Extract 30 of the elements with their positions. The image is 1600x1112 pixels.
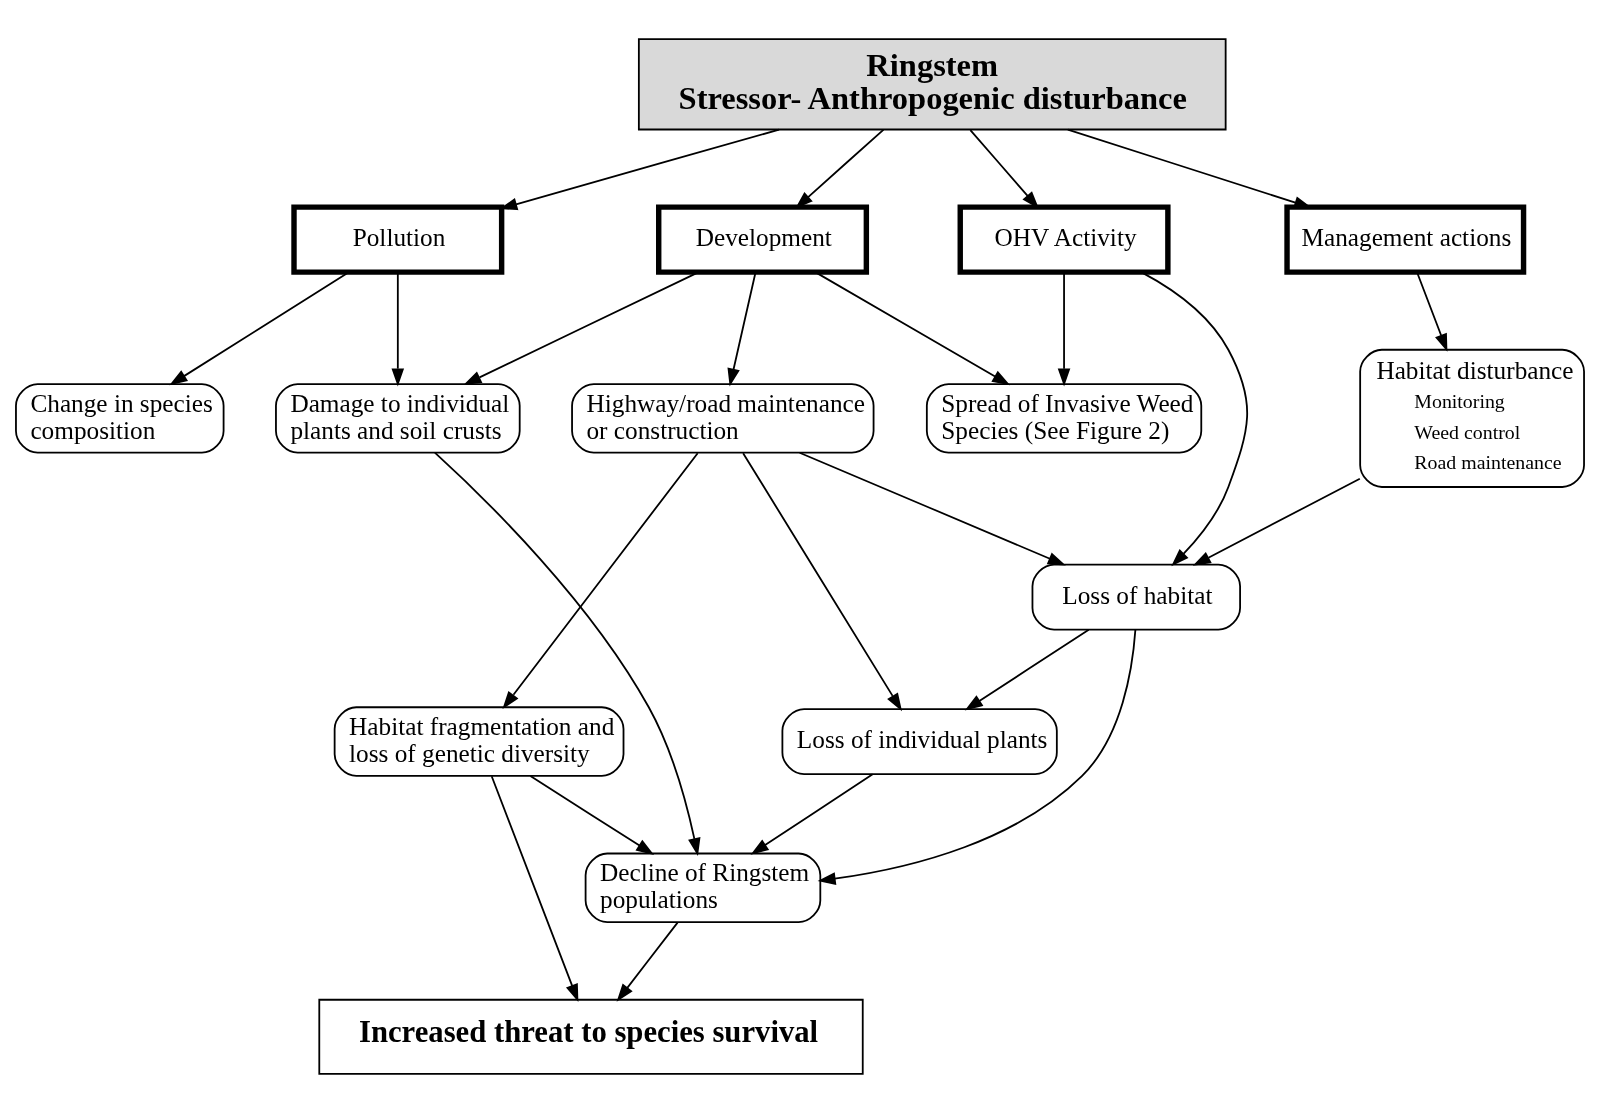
arrow bbox=[727, 271, 757, 386]
arrow bbox=[742, 451, 902, 711]
node-box: Habitat fragmentation and loss of genetic diversity bbox=[333, 705, 625, 777]
arrow bbox=[616, 921, 679, 1002]
arrow bbox=[1416, 271, 1448, 352]
node-box: Habitat disturbance Monitoring Weed control Road maintenance bbox=[1359, 348, 1585, 488]
node-box: OHV Activity bbox=[957, 203, 1171, 275]
node-box: Ringstem Stressor- Anthropogenic disturbance bbox=[637, 37, 1227, 130]
arrow bbox=[798, 451, 1066, 565]
node-box: Development bbox=[656, 203, 870, 275]
arrow bbox=[1192, 477, 1361, 566]
node-box: Management actions bbox=[1284, 203, 1527, 275]
node-box: Change in species composition bbox=[15, 382, 225, 454]
node-box: Loss of habitat bbox=[1031, 563, 1241, 631]
node-box: Increased threat to species survival bbox=[318, 998, 864, 1075]
arrow bbox=[490, 774, 579, 1002]
arrow bbox=[502, 451, 699, 709]
arrow bbox=[750, 772, 874, 855]
node-box: Damage to individual plants and soil crusts bbox=[275, 382, 521, 454]
node-box: Highway/road maintenance or construction bbox=[571, 382, 875, 454]
arrow bbox=[433, 451, 701, 856]
node-box: Spread of Invasive Weed Species (See Figure 2) bbox=[925, 382, 1203, 454]
arrow bbox=[1057, 271, 1071, 386]
node-box: Decline of Ringstem populations bbox=[584, 852, 822, 923]
node-box: Loss of individual plants bbox=[781, 707, 1058, 775]
arrow bbox=[391, 271, 405, 386]
arrow bbox=[964, 628, 1090, 710]
node-box: Pollution bbox=[291, 203, 505, 275]
arrow bbox=[817, 628, 1137, 885]
arrow bbox=[529, 774, 655, 855]
